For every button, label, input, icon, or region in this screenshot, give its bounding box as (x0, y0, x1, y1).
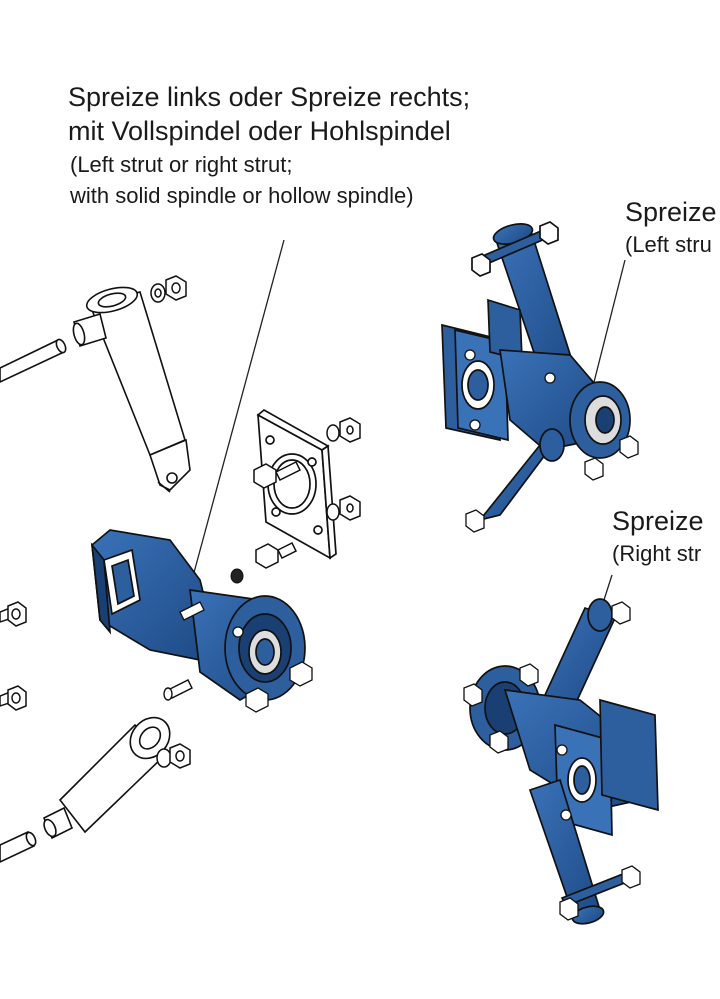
gearbox-housing-main (90, 529, 306, 702)
small-bolt-center (163, 679, 193, 701)
right-strut-callout-en: (Right str (612, 541, 702, 566)
lower-strut-tube (42, 716, 171, 840)
mounting-plate (256, 408, 337, 560)
left-strut-assembly (441, 221, 631, 522)
plate-bolts (253, 460, 302, 569)
left-strut-bolts (464, 349, 639, 533)
main-callout-de-line1: Spreize links oder Spreize rechts; (68, 82, 471, 112)
nut-washer-set-bottom (156, 743, 191, 769)
left-bolts (0, 601, 27, 711)
right-strut-callout-de: Spreize (612, 506, 704, 536)
left-strut-callout-en: (Left stru (625, 232, 712, 257)
main-leader-line (191, 239, 285, 581)
main-callout-en-line1: (Left strut or right strut; (70, 152, 293, 177)
upper-strut-tube (72, 286, 191, 493)
lower-shaft (0, 830, 37, 863)
main-callout-en-line2: with solid spindle or hollow spindle) (70, 183, 414, 208)
left-strut-callout-de: Spreize (625, 197, 717, 227)
small-nut (230, 568, 244, 584)
plate-nuts (326, 417, 361, 521)
housing-bolts (179, 601, 313, 713)
main-callout-de-line2: mit Vollspindel oder Hohlspindel (68, 116, 451, 146)
right-strut-bolts (463, 601, 641, 921)
nut-washer-set-top (150, 275, 187, 303)
left-strut-leader-line (591, 259, 626, 391)
upper-shaft (0, 338, 67, 383)
